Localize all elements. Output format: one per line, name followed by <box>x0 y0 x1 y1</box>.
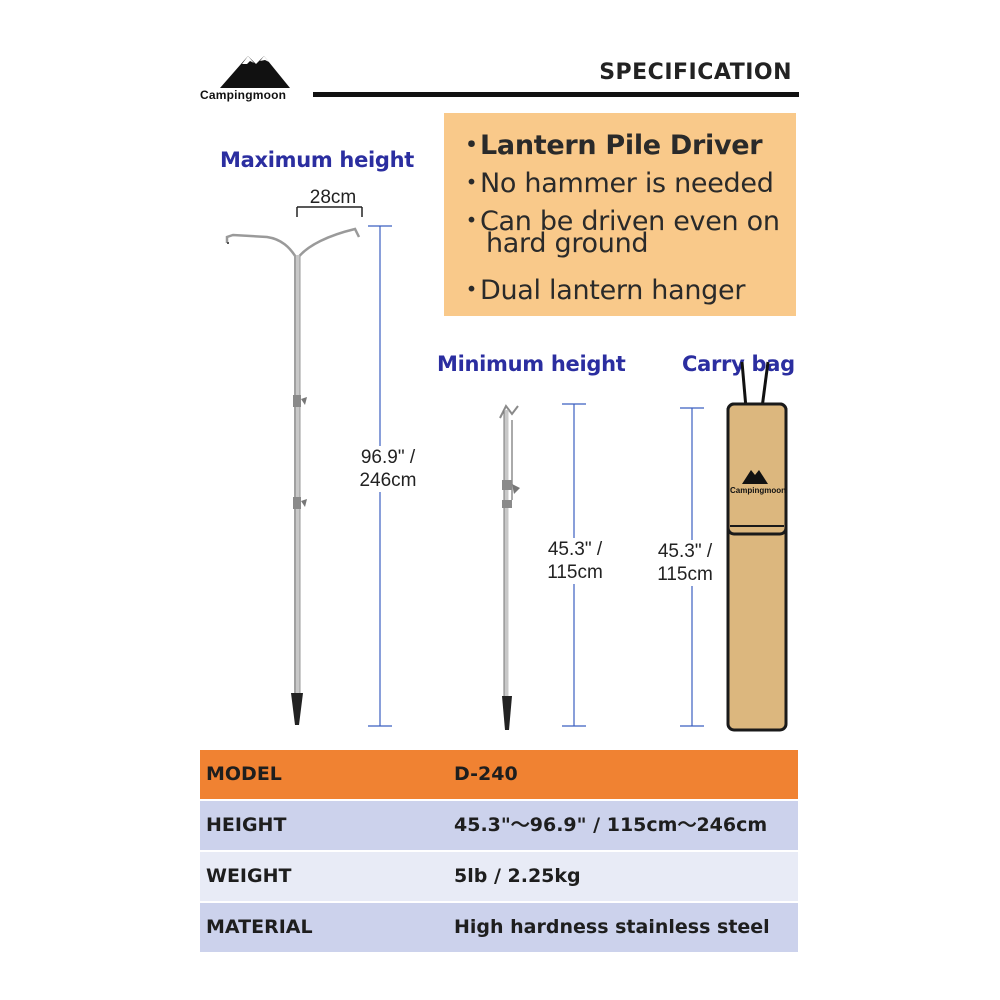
bag-height-cm: 115cm <box>657 564 713 585</box>
spec-value: D-240 <box>454 763 518 785</box>
table-row-model: MODEL D-240 <box>200 750 798 801</box>
bag-height-value: 45.3" / 115cm <box>648 540 722 586</box>
table-row-height: HEIGHT 45.3"～96.9" / 115cm～246cm <box>200 801 798 852</box>
bag-height-inches: 45.3" / <box>657 541 713 562</box>
min-height-value: 45.3" / 115cm <box>538 538 612 584</box>
brand-name: Campingmoon <box>200 88 287 102</box>
mountain-icon <box>220 56 290 88</box>
spec-value: High hardness stainless steel <box>454 916 770 938</box>
header-divider <box>313 92 799 97</box>
max-height-cm: 246cm <box>359 470 417 491</box>
brand-logo: Campingmoon <box>200 52 312 104</box>
pole-extended-illustration <box>225 206 363 725</box>
span-dimension: 28cm <box>309 187 357 208</box>
spec-value: 5lb / 2.25kg <box>454 865 581 887</box>
min-height-cm: 115cm <box>547 562 603 583</box>
spec-value: 45.3"～96.9" / 115cm～246cm <box>454 814 768 836</box>
min-height-label: Minimum height <box>437 352 626 376</box>
page-title: SPECIFICATION <box>599 60 792 85</box>
max-height-label: Maximum height <box>220 148 415 172</box>
spec-key: HEIGHT <box>206 814 287 836</box>
table-row-weight: WEIGHT 5lb / 2.25kg <box>200 852 798 903</box>
max-height-value: 96.9" / 246cm <box>350 446 426 492</box>
features-panel: ・Lantern Pile Driver ・No hammer is neede… <box>444 113 796 316</box>
carry-bag-illustration <box>726 361 788 732</box>
max-height-inches: 96.9" / <box>360 447 416 468</box>
spec-key: MODEL <box>206 763 282 785</box>
feature-item: ・Lantern Pile Driver <box>458 130 763 161</box>
bag-brand-label: Campingmoon <box>730 486 786 495</box>
spec-key: MATERIAL <box>206 916 313 938</box>
feature-item: ・No hammer is needed <box>458 168 774 199</box>
table-row-material: MATERIAL High hardness stainless steel <box>200 903 798 954</box>
feature-item: ・Dual lantern hanger <box>458 275 746 306</box>
spec-key: WEIGHT <box>206 865 292 887</box>
bag-mountain-icon <box>742 470 768 484</box>
carry-bag-label: Carry bag <box>682 352 795 376</box>
min-height-inches: 45.3" / <box>547 539 603 560</box>
spec-table: MODEL D-240 HEIGHT 45.3"～96.9" / 115cm～2… <box>200 750 798 954</box>
feature-item-continued: hard ground <box>486 228 649 259</box>
pole-collapsed-illustration <box>499 404 520 730</box>
feature-item: ・Can be driven even on <box>458 206 780 237</box>
